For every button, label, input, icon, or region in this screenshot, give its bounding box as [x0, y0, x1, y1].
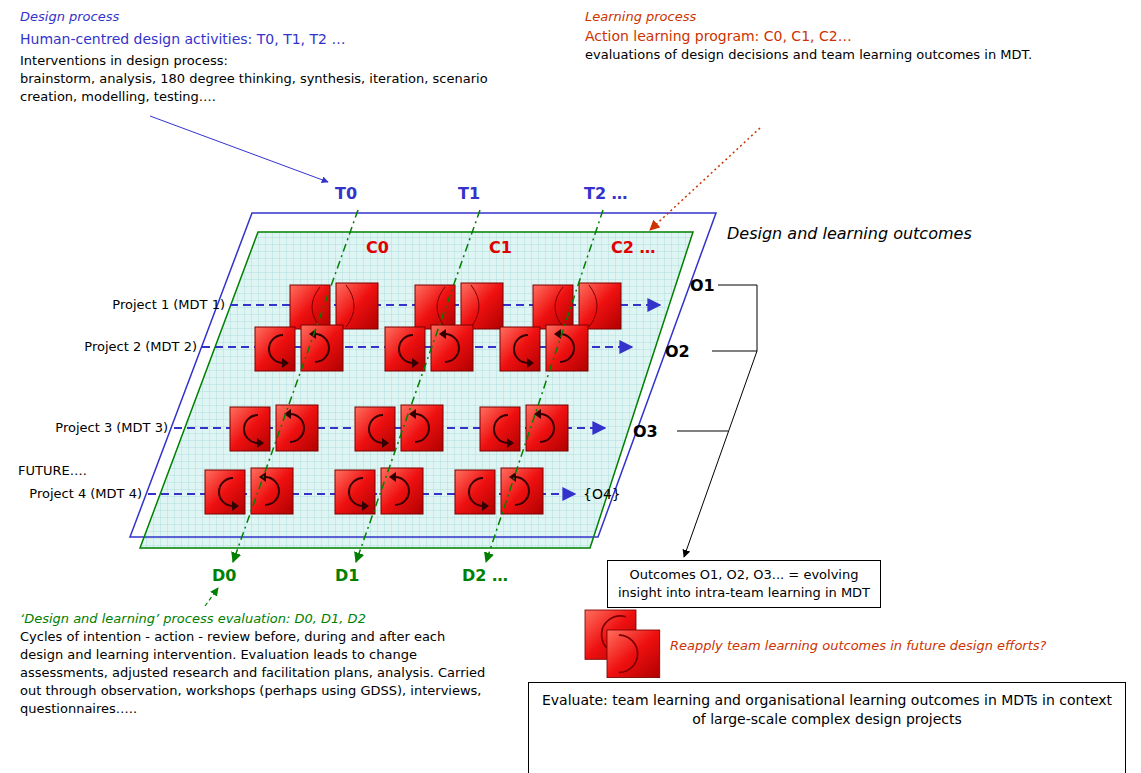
phase-label: T1: [458, 184, 480, 204]
evaluation-box: Evaluate: team learning and organisation…: [528, 682, 1126, 773]
evaluation-label: D2 …: [462, 566, 508, 586]
cycle-label: C0: [366, 238, 389, 258]
phase-label: T2 …: [584, 184, 628, 204]
question-note: Reapply team learning outcomes in future…: [670, 637, 1046, 655]
note-text: evaluations of design decisions and team…: [585, 46, 1085, 64]
section-title: Design process: [20, 8, 119, 26]
project-label: Project 2 (MDT 2): [27, 338, 197, 356]
phase-label: T0: [335, 184, 357, 204]
section-title: Learning process: [585, 8, 696, 26]
box-text: Outcomes O1, O2, O3... = evolving insigh…: [616, 566, 872, 602]
cycle-label: C1: [489, 238, 512, 258]
note-text: brainstorm, analysis, 180 degree thinkin…: [20, 70, 490, 106]
evaluation-label: D0: [212, 566, 236, 586]
note-heading: Interventions in design process:: [20, 52, 228, 70]
evaluation-label: D1: [335, 566, 359, 586]
outcomes-heading: Design and learning outcomes: [727, 224, 972, 244]
outcome-label: O2: [665, 342, 690, 362]
box-text: Evaluate: team learning and organisation…: [537, 691, 1117, 729]
outcome-box: Outcomes O1, O2, O3... = evolving insigh…: [607, 560, 881, 608]
section-title: ‘Design and learning’ process evaluation…: [20, 610, 366, 628]
outcome-label: {O4}: [583, 485, 621, 503]
future-label: FUTURE….: [18, 462, 87, 480]
section-subtitle: Action learning program: C0, C1, C2…: [585, 27, 852, 45]
project-label: Project 3 (MDT 3): [0, 419, 168, 437]
note-text: Cycles of intention - action - review be…: [20, 628, 490, 718]
cycle-label: C2 …: [611, 238, 655, 258]
outcome-label: O1: [690, 276, 715, 296]
project-label: Project 1 (MDT 1): [55, 296, 225, 314]
outcome-label: O3: [633, 422, 658, 442]
project-label: Project 4 (MDT 4): [0, 485, 142, 503]
section-subtitle: Human-centred design activities: T0, T1,…: [20, 30, 345, 48]
